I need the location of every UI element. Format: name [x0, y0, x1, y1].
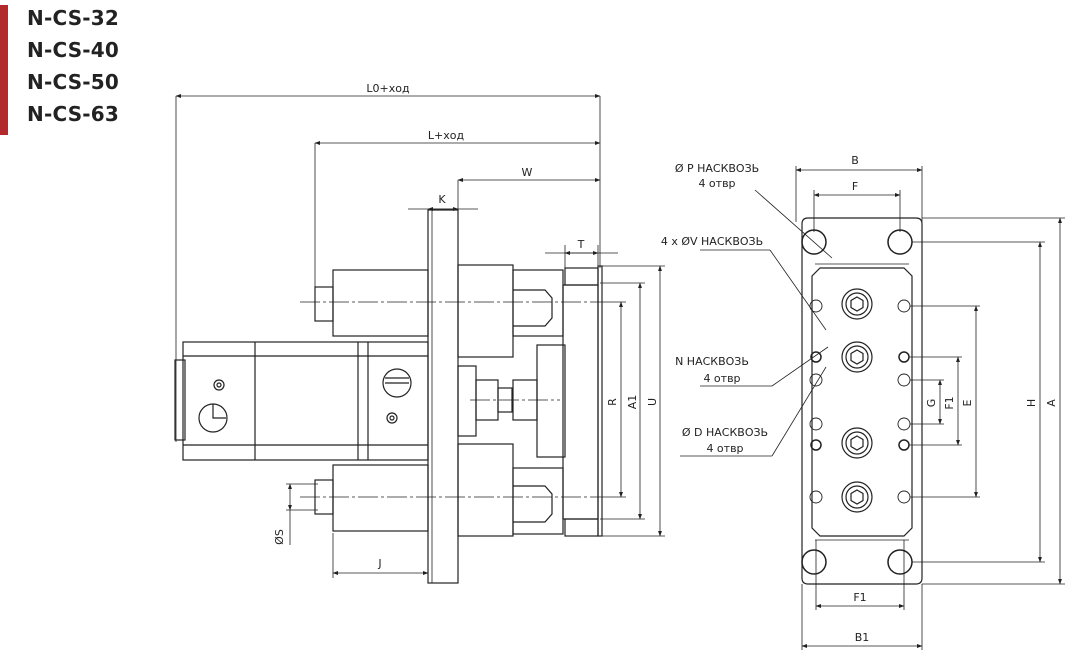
model-name: N-CS-40 — [27, 38, 120, 62]
note-p-holes: Ø P НАСКВОЗЬ — [675, 162, 759, 175]
hex-screw — [841, 481, 873, 513]
front-view — [680, 166, 1065, 650]
front-plate — [562, 284, 599, 520]
model-name: N-CS-50 — [27, 70, 120, 94]
note-n-holes: N НАСКВОЗЬ — [675, 355, 749, 368]
dim-G: G — [925, 399, 938, 408]
dim-B: B — [851, 154, 859, 167]
port-icon — [382, 368, 412, 398]
guide-block-bottom — [457, 443, 514, 537]
hex-screw — [841, 341, 873, 373]
p-hole — [887, 229, 913, 255]
dim-U: U — [646, 398, 659, 406]
hex-screw — [841, 427, 873, 459]
p-hole — [887, 549, 913, 575]
side-view — [174, 94, 665, 584]
dim-A1: A1 — [626, 395, 639, 410]
dim-H: H — [1025, 399, 1038, 407]
guide-rod-end — [314, 286, 334, 322]
dim-T: T — [577, 238, 585, 251]
guide-rod-bushing — [332, 269, 429, 337]
dim-K: K — [438, 193, 446, 206]
flange-plate — [801, 217, 923, 585]
model-name: N-CS-32 — [27, 6, 120, 30]
dim-L: L+ход — [428, 129, 465, 142]
note-d-holes: Ø D НАСКВОЗЬ — [682, 426, 768, 439]
dim-R: R — [606, 398, 619, 406]
dim-L0: L0+ход — [366, 82, 410, 95]
dim-E: E — [961, 399, 974, 406]
dim-S: ØS — [273, 529, 286, 545]
dim-F: F — [852, 180, 858, 193]
mounting-flange — [427, 209, 459, 584]
end-cap — [174, 359, 186, 441]
dim-F1-vertical: F1 — [943, 396, 956, 409]
note-d-count: 4 отвр — [706, 442, 743, 455]
note-v-holes: 4 x ØV НАСКВОЗЬ — [661, 235, 763, 248]
accent-bar — [0, 5, 8, 135]
model-name: N-CS-63 — [27, 102, 120, 126]
note-p-count: 4 отвр — [698, 177, 735, 190]
dim-B1: B1 — [855, 631, 870, 644]
note-n-count: 4 отвр — [703, 372, 740, 385]
model-list: N-CS-32 N-CS-40 N-CS-50 N-CS-63 — [0, 2, 140, 135]
dim-J: J — [377, 557, 381, 570]
guide-rod-bushing — [332, 464, 429, 532]
dim-W: W — [522, 166, 533, 179]
dim-F1-horizontal: F1 — [853, 591, 866, 604]
p-hole — [801, 549, 827, 575]
screw-icon — [213, 379, 225, 391]
hex-screw — [841, 288, 873, 320]
cylinder-body — [182, 341, 429, 461]
screw-icon — [386, 412, 398, 424]
dim-A: A — [1045, 399, 1058, 407]
guide-block-top — [457, 264, 514, 358]
